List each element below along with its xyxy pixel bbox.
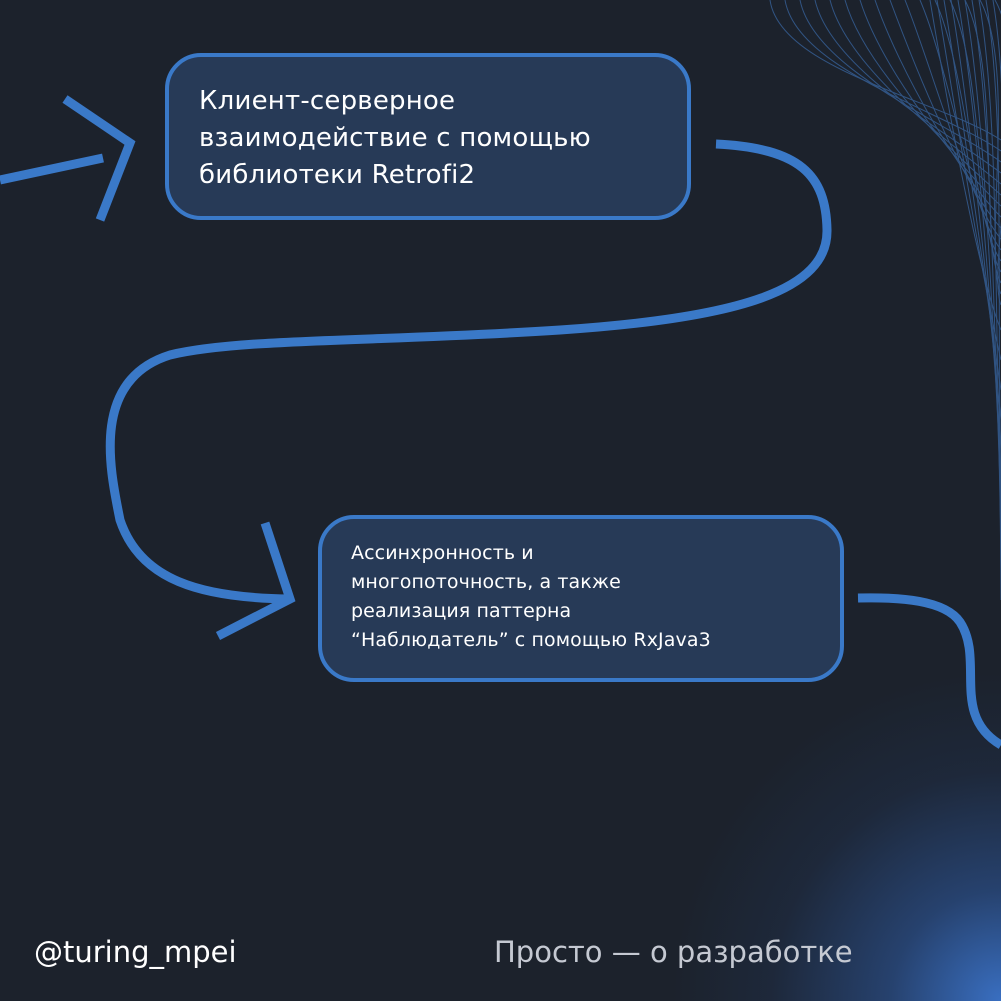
step-text-rxjava: Ассинхронность и многопоточность, а такж… [351,542,711,651]
decorative-line [964,0,1001,284]
decorative-line [874,0,1001,218]
decorative-line [994,0,1001,306]
connector-curve [105,139,832,604]
tagline: Просто — о разработке [494,935,853,969]
decorative-line [985,0,1001,571]
step2-arrow-head [215,521,296,641]
decorative-line [919,0,1001,251]
decorative-line [904,0,1001,240]
incoming-arrow-head [62,95,136,222]
step-box-rxjava: Ассинхронность и многопоточность, а такж… [318,515,844,682]
account-handle: @turing_mpei [34,935,237,969]
decorative-line [829,0,1001,185]
step-text-retrofit: Клиент-серверное взаимодействие с помощь… [199,86,591,190]
incoming-arrow-line [0,153,104,185]
decorative-line [971,0,1001,511]
outgoing-curve [857,593,1001,749]
decorative-line [784,0,1001,152]
step-box-retrofit: Клиент-серверное взаимодействие с помощь… [165,53,691,220]
decorative-line [814,0,1001,174]
decorative-line [978,0,1001,541]
